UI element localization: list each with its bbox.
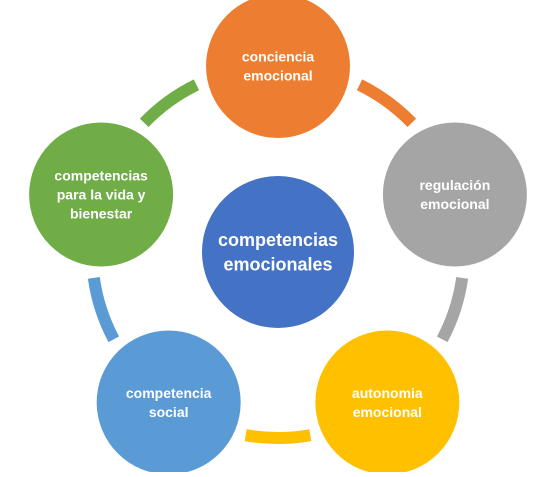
node-circle-regulacion	[382, 122, 527, 267]
node-vida: competencias para la vida y bienestar	[29, 122, 174, 267]
node-label-vida-line: competencias	[54, 168, 148, 184]
node-social: competencia social	[96, 330, 241, 475]
node-label-vida-line: bienestar	[70, 205, 133, 221]
node-label-conciencia: conciencia emocional	[242, 48, 315, 83]
center-label-line: competencias	[218, 230, 338, 250]
node-label-regulacion-line: emocional	[420, 196, 489, 212]
node-label-social-line: competencia	[126, 385, 212, 401]
node-label-vida: competencias para la vida y bienestar	[54, 168, 148, 222]
node-label-autonomia-line: emocional	[353, 404, 422, 420]
node-circle-vida	[29, 122, 174, 267]
center-circle	[202, 176, 354, 328]
node-label-autonomia: autonomia emocional	[352, 385, 423, 420]
node-label-social-line: social	[149, 404, 189, 420]
center-label-line: emocionales	[223, 254, 332, 274]
connector-arc-social	[87, 276, 120, 343]
node-circle-social	[96, 330, 241, 475]
node-label-social: competencia social	[126, 385, 212, 420]
connector-arc-vida	[139, 79, 200, 128]
node-label-vida-line: para la vida y	[57, 186, 146, 202]
connector-arc-autonomia	[244, 429, 312, 444]
node-conciencia: conciencia emocional	[206, 0, 350, 138]
center-label: competencias emocionales	[218, 230, 338, 274]
node-label-conciencia-line: emocional	[243, 67, 312, 83]
node-label-regulacion-line: regulación	[419, 177, 490, 193]
node-autonomia: autonomia emocional	[315, 330, 460, 475]
connector-arc-conciencia	[356, 79, 417, 128]
center-node: competencias emocionales	[202, 176, 354, 328]
node-circle-autonomia	[315, 330, 460, 475]
node-label-conciencia-line: conciencia	[242, 48, 315, 64]
connector-arc-regulacion	[436, 276, 469, 343]
node-circle-conciencia	[206, 0, 350, 138]
node-regulacion: regulación emocional	[382, 122, 527, 267]
node-label-regulacion: regulación emocional	[419, 177, 490, 212]
connector-arcs	[87, 79, 469, 444]
node-label-autonomia-line: autonomia	[352, 385, 423, 401]
